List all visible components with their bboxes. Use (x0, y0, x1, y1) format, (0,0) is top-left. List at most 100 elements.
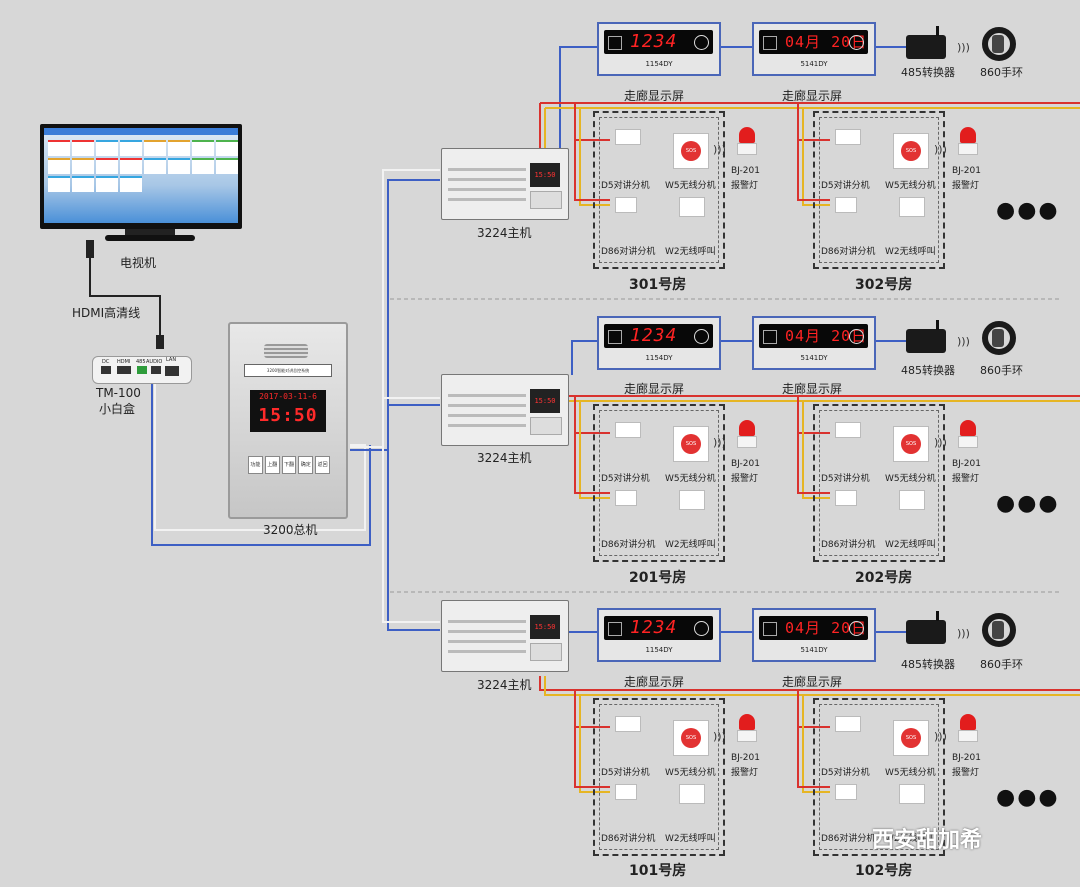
wireless-icon: ))) (957, 627, 970, 640)
tm100-port-audio: AUDIO (146, 359, 163, 365)
w2-label: W2无线呼叫 (665, 247, 716, 257)
no-smoking-icon (849, 35, 864, 50)
hdmi-plug (86, 240, 94, 258)
master-label: 3200总机 (263, 523, 318, 537)
tm100-port-hdmi: HDMI (117, 359, 131, 365)
d5-label: D5对讲分机 (601, 768, 650, 778)
no-smoking-icon (849, 621, 864, 636)
d5-label: D5对讲分机 (601, 474, 650, 484)
w5-wireless-ext: SOS (673, 426, 709, 462)
wireless-icon: ))) (934, 730, 947, 743)
display-digits: 1234 (630, 617, 678, 638)
room-201: SOS (593, 404, 725, 562)
room-302: SOS (813, 111, 945, 269)
key-confirm: 确定 (298, 456, 314, 474)
tm100-name: 小白盒 (99, 402, 136, 416)
d5-intercom (835, 422, 861, 438)
tm100-port-dc: DC (102, 359, 110, 365)
corridor-label: 走廊显示屏 (782, 89, 843, 103)
hdmi-cable (89, 258, 161, 345)
master-header: 3200智能对讲总控系统 (244, 364, 332, 377)
host-led: 15:50 (530, 615, 560, 639)
room-202: SOS (813, 404, 945, 562)
no-smoking-icon (694, 35, 709, 50)
host-3224-floor3: 15:50 (441, 148, 569, 220)
alarm-model: BJ-201 (731, 753, 760, 763)
display-digits: 1234 (630, 31, 678, 52)
w2-wireless-call (679, 197, 705, 217)
bus-blue (350, 179, 440, 451)
alarm-light (958, 420, 978, 450)
hdmi-label: HDMI高清线 (72, 306, 141, 320)
wireless-icon: ))) (934, 143, 947, 156)
corridor-label: 走廊显示屏 (782, 675, 843, 689)
w2-wireless-call (899, 490, 925, 510)
d86-label: D86对讲分机 (821, 247, 876, 257)
host-label-floor2: 3224主机 (477, 451, 532, 465)
w5-wireless-ext: SOS (673, 133, 709, 169)
band-label: 860手环 (980, 658, 1023, 671)
corridor-label: 走廊显示屏 (782, 382, 843, 396)
w5-label: W5无线分机 (665, 474, 716, 484)
w5-wireless-ext: SOS (893, 133, 929, 169)
room-title-301: 301号房 (629, 277, 687, 293)
wireless-icon: ))) (957, 41, 970, 54)
watermark: 西安甜加希 (872, 828, 983, 853)
d86-label: D86对讲分机 (601, 247, 656, 257)
key-function: 功能 (248, 456, 263, 474)
tv-screen (44, 128, 238, 223)
d5-intercom (615, 716, 641, 732)
alarm-light (958, 127, 978, 157)
room-title-201: 201号房 (629, 570, 687, 586)
bus-white (350, 169, 440, 448)
corridor-label: 走廊显示屏 (624, 89, 685, 103)
band-label: 860手环 (980, 66, 1023, 79)
master-keypad: 功能 上翻 下翻 确定 返回 (248, 456, 330, 474)
alarm-model: BJ-201 (952, 166, 981, 176)
wireless-icon: ))) (957, 335, 970, 348)
alarm-name: 报警灯 (952, 181, 980, 191)
converter-label: 485转换器 (901, 66, 955, 79)
w2-label: W2无线呼叫 (885, 247, 936, 257)
room-102: SOS (813, 698, 945, 856)
w2-label: W2无线呼叫 (665, 834, 716, 844)
corridor-display-1: 1234 1154DY (597, 608, 721, 662)
display-model: 5141DY (800, 354, 828, 362)
host-led: 15:50 (530, 163, 560, 187)
room-title-202: 202号房 (855, 570, 913, 586)
display-digits: 1234 (630, 325, 678, 346)
d5-intercom (615, 129, 641, 145)
display-model: 1154DY (645, 646, 673, 654)
d86-intercom (835, 197, 857, 213)
floor1-wires (539, 631, 1080, 793)
w5-wireless-ext: SOS (893, 426, 929, 462)
d5-intercom (615, 422, 641, 438)
alarm-light (737, 420, 757, 450)
w5-label: W5无线分机 (885, 181, 936, 191)
tv-monitor (40, 124, 242, 229)
wireless-icon: ))) (713, 730, 726, 743)
corridor-display-1: 1234 1154DY (597, 22, 721, 76)
speaker-grille (264, 344, 308, 358)
room-title-302: 302号房 (855, 277, 913, 293)
wireless-icon: ))) (713, 436, 726, 449)
alarm-name: 报警灯 (731, 768, 759, 778)
lan-cable (154, 383, 366, 531)
alarm-light (737, 714, 757, 744)
d86-label: D86对讲分机 (821, 540, 876, 550)
w2-label: W2无线呼叫 (885, 834, 936, 844)
band-label: 860手环 (980, 364, 1023, 377)
display-model: 1154DY (645, 60, 673, 68)
alarm-model: BJ-201 (952, 459, 981, 469)
display-model: 1154DY (645, 354, 673, 362)
w5-label: W5无线分机 (665, 768, 716, 778)
master-led-time: 15:50 (258, 405, 318, 426)
d86-intercom (615, 490, 637, 506)
no-smoking-icon (694, 329, 709, 344)
d86-intercom (615, 197, 637, 213)
corridor-display-1: 1234 1154DY (597, 316, 721, 370)
alarm-name: 报警灯 (952, 474, 980, 484)
alarm-name: 报警灯 (952, 768, 980, 778)
alarm-name: 报警灯 (731, 474, 759, 484)
